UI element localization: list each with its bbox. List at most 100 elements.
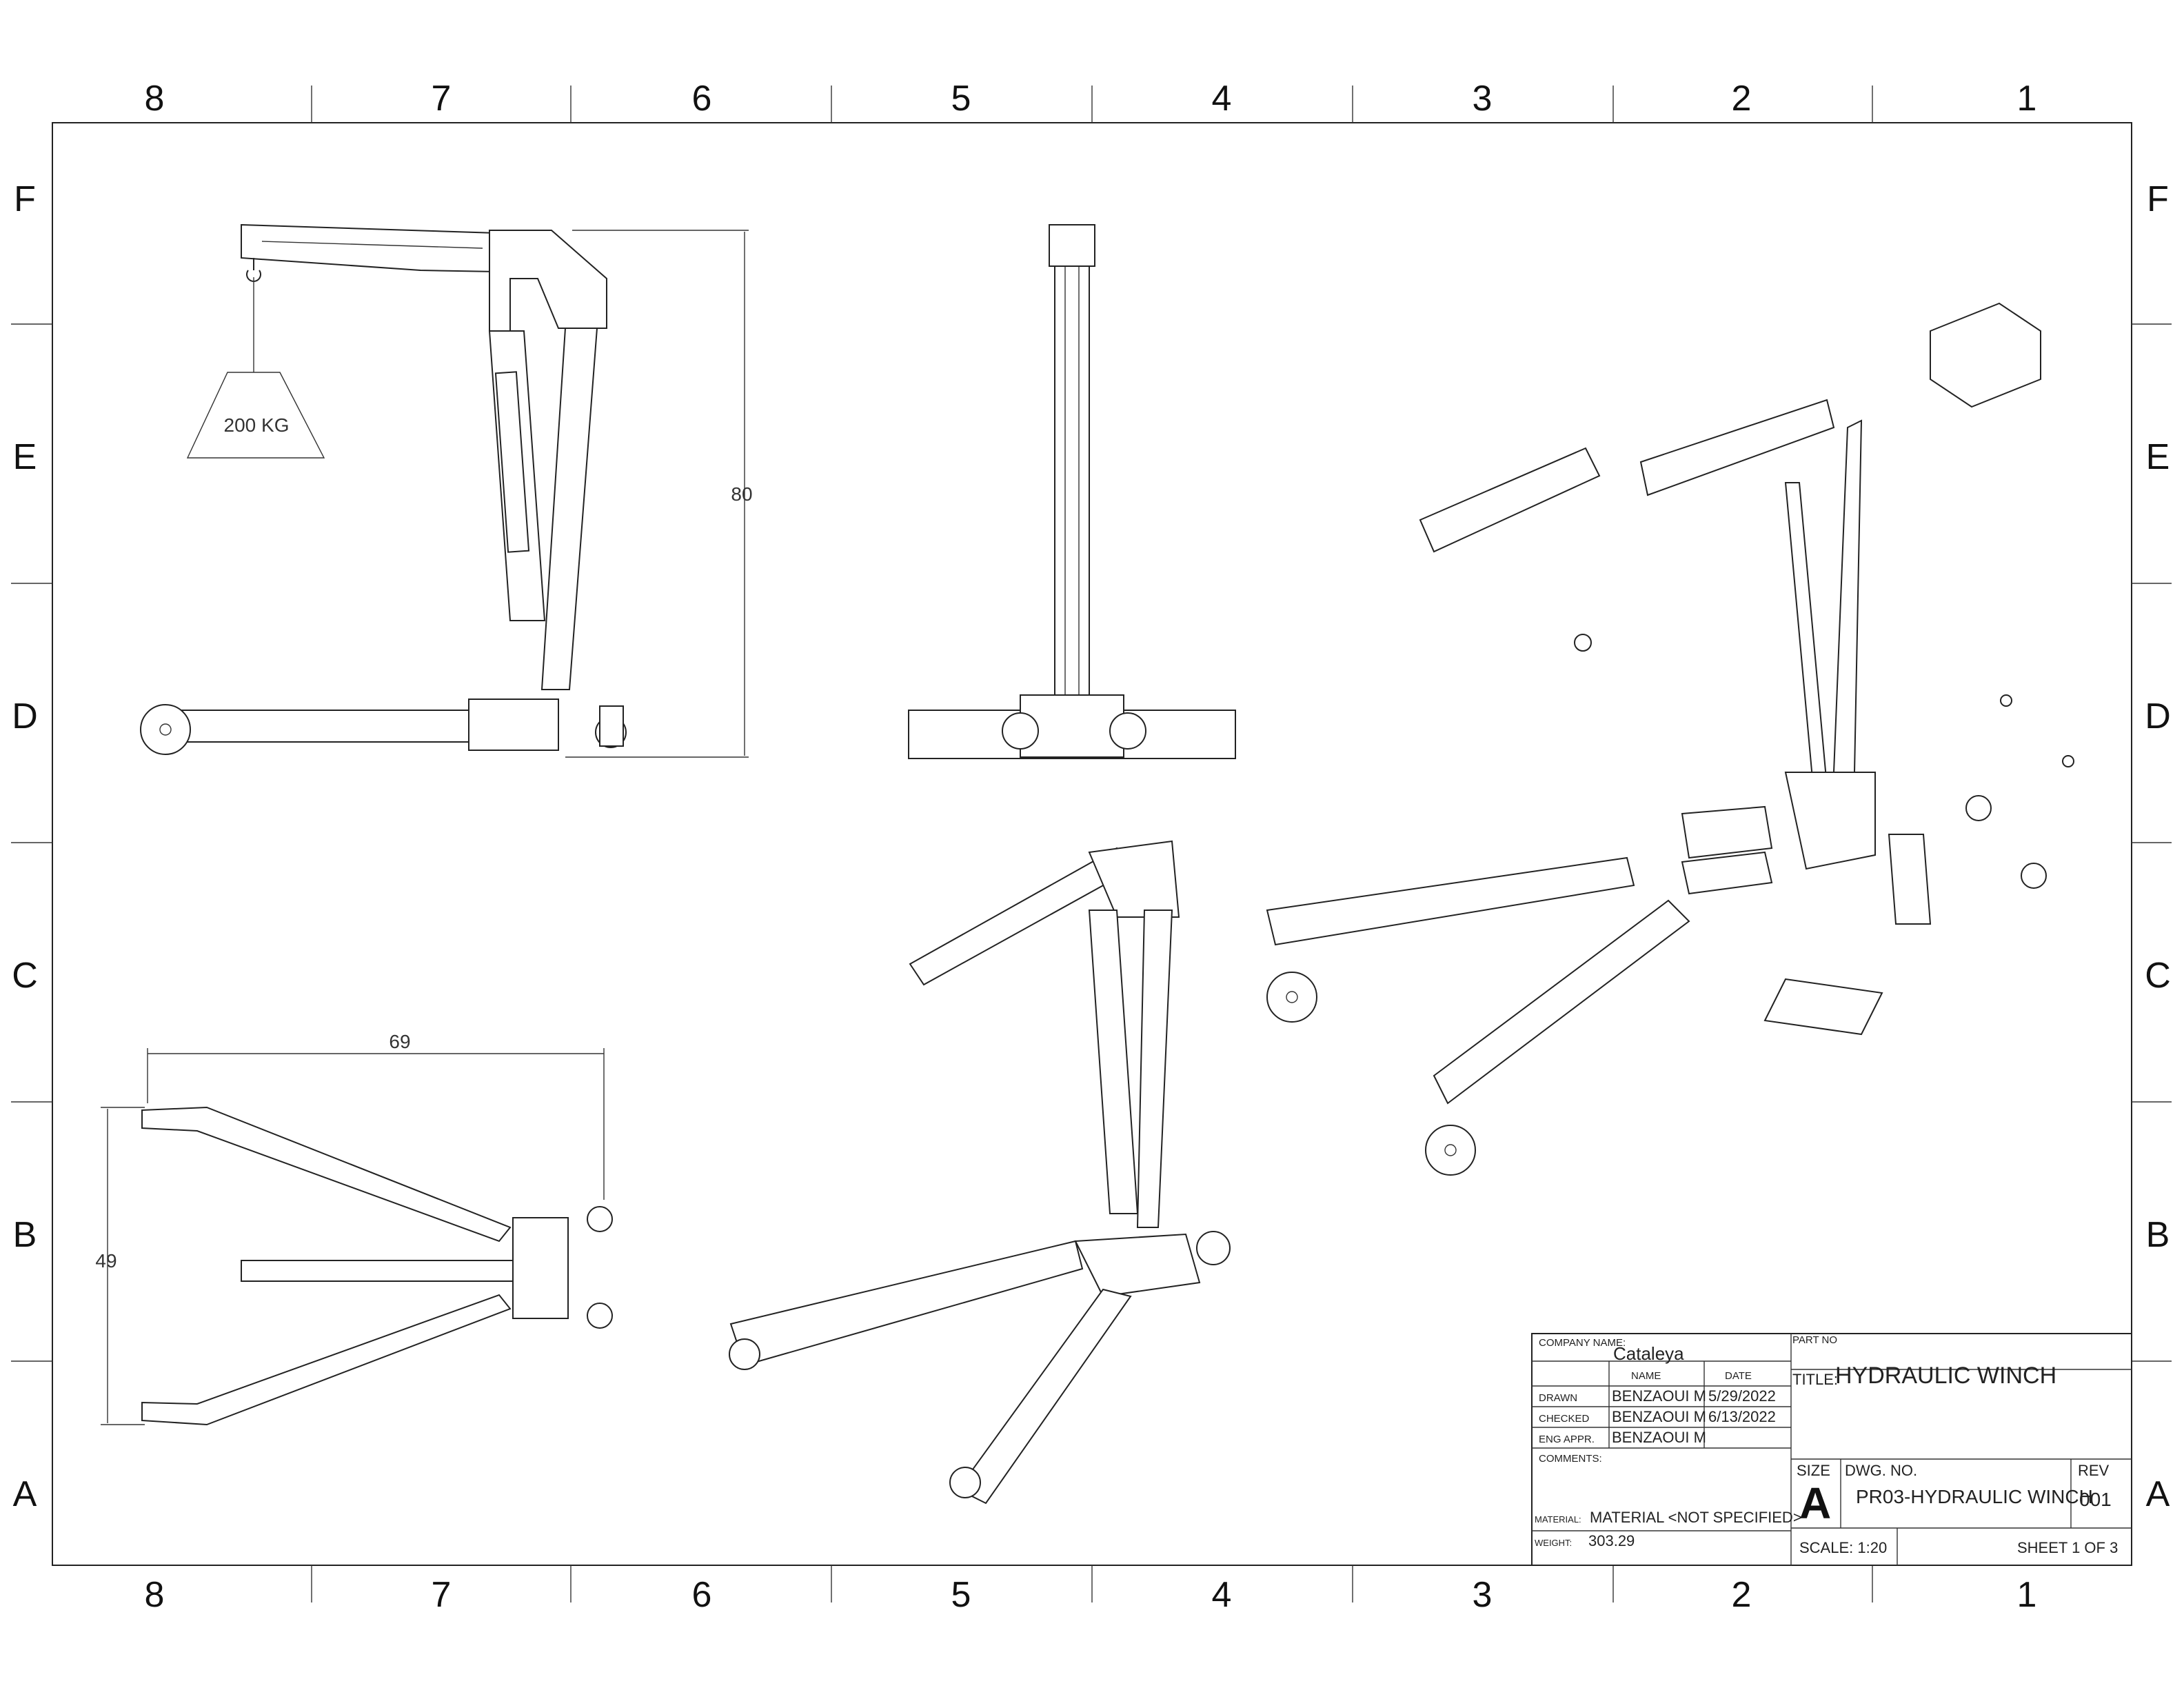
iso-leg-right: [957, 1288, 1132, 1505]
zone-col-3-bottom: 3: [1473, 1575, 1493, 1615]
exploded-view: [1266, 302, 2074, 1176]
zone-labels-bottom: 8 7 6 5 4 3 2 1: [145, 1575, 2037, 1615]
date-header: DATE: [1725, 1370, 1752, 1382]
front-caster-right: [1109, 712, 1146, 750]
zone-col-6-bottom: 6: [692, 1575, 712, 1615]
comments-label: COMMENTS:: [1539, 1453, 1602, 1465]
zone-row-E: E: [13, 437, 37, 477]
zone-row-B: B: [13, 1215, 37, 1255]
isometric-view: [729, 840, 1231, 1505]
front-wheel: [140, 704, 191, 755]
checked-label: CHECKED: [1539, 1413, 1590, 1425]
exploded-base-block: [1784, 772, 1876, 870]
zone-row-D-right: D: [2145, 696, 2171, 736]
hydraulic-cylinder: [494, 371, 530, 553]
zone-col-7-bottom: 7: [432, 1575, 452, 1615]
material-label: MATERIAL:: [1535, 1514, 1581, 1525]
mast-head: [489, 230, 607, 332]
boom-arm: [241, 223, 497, 273]
load-label: 200 KG: [224, 414, 290, 436]
zone-row-C: C: [12, 956, 38, 996]
zone-col-6: 6: [692, 79, 712, 119]
zone-col-1: 1: [2017, 79, 2037, 119]
eng-appr-label: ENG APPR.: [1539, 1434, 1595, 1445]
zone-col-2-bottom: 2: [1732, 1575, 1752, 1615]
exploded-plate: [1763, 978, 1883, 1036]
zone-row-E-right: E: [2146, 437, 2170, 477]
iso-brace: [1136, 910, 1173, 1228]
drawn-date: 5/29/2022: [1708, 1387, 1776, 1405]
title-value: HYDRAULIC WINCH: [1835, 1363, 2056, 1389]
zone-row-F-right: F: [2147, 179, 2169, 219]
exploded-bracket-1: [1681, 805, 1773, 859]
company-name: Cataleya: [1613, 1343, 1684, 1364]
iso-mast-head: [1088, 840, 1180, 918]
zone-row-C-right: C: [2145, 956, 2171, 996]
exploded-bracket-2: [1681, 851, 1773, 895]
base-leg: [162, 710, 474, 743]
zone-col-4-bottom: 4: [1212, 1575, 1232, 1615]
rev-label: REV: [2078, 1462, 2110, 1479]
zone-col-4: 4: [1212, 79, 1232, 119]
size-value: A: [1799, 1478, 1831, 1528]
zone-col-5: 5: [951, 79, 971, 119]
depth-dim-label: 49: [95, 1250, 117, 1272]
side-view: 200 KG 80: [140, 223, 753, 758]
top-center-beam: [241, 1260, 518, 1282]
zone-col-2: 2: [1732, 79, 1752, 119]
drawn-label: DRAWN: [1539, 1392, 1577, 1404]
title-block: COMPANY NAME: Cataleya NAME DATE DRAWN B…: [1531, 1333, 2132, 1566]
width-dim-label: 69: [389, 1031, 410, 1052]
scale-value: SCALE: 1:20: [1799, 1539, 1887, 1556]
exploded-boom: [1639, 399, 1835, 496]
zone-col-5-bottom: 5: [951, 1575, 971, 1615]
zone-col-8: 8: [145, 79, 165, 119]
exploded-boom-end: [1419, 447, 1601, 553]
weight-label: WEIGHT:: [1535, 1538, 1572, 1548]
front-caster-left: [1002, 712, 1039, 750]
zone-row-A: A: [13, 1474, 37, 1514]
dwg-no-label: DWG. NO.: [1845, 1462, 1917, 1479]
drawn-name: BENZAOUI M: [1612, 1387, 1706, 1405]
exploded-side-plate: [1888, 834, 1932, 925]
weight-value: 303.29: [1588, 1532, 1635, 1549]
mast-brace: [540, 328, 598, 690]
exploded-leg-left: [1266, 856, 1635, 946]
dwg-no-value: PR03-HYDRAULIC WINCH: [1856, 1486, 2093, 1507]
checked-name: BENZAOUI M: [1612, 1408, 1706, 1425]
zone-labels-right: F E D C B A: [2145, 179, 2171, 1514]
zone-row-A-right: A: [2146, 1474, 2170, 1514]
zone-col-3: 3: [1473, 79, 1493, 119]
base-block: [468, 699, 559, 751]
front-mast: [1054, 227, 1090, 704]
front-view: [908, 224, 1236, 759]
iso-mast: [1088, 910, 1139, 1214]
zone-ticks: [11, 86, 2172, 1602]
name-header: NAME: [1631, 1370, 1661, 1382]
exploded-top-plate: [1930, 302, 2041, 408]
top-leg-lower: [141, 1294, 512, 1426]
top-base-plate: [512, 1217, 569, 1319]
iso-leg-left: [729, 1240, 1084, 1367]
checked-date: 6/13/2022: [1708, 1408, 1776, 1425]
rev-value: 001: [2079, 1489, 2112, 1510]
exploded-mast: [1832, 419, 1863, 773]
sheet-value: SHEET 1 OF 3: [2017, 1539, 2118, 1556]
exploded-wheel-1: [1266, 972, 1317, 1023]
zone-col-8-bottom: 8: [145, 1575, 165, 1615]
zone-col-7: 7: [432, 79, 452, 119]
company-name-label: COMPANY NAME:: [1539, 1337, 1626, 1349]
exploded-leg-right: [1433, 899, 1690, 1105]
zone-row-F: F: [14, 179, 36, 219]
top-view: 69 49: [95, 1031, 613, 1426]
zone-row-D: D: [12, 696, 38, 736]
zone-col-1-bottom: 1: [2017, 1575, 2037, 1615]
exploded-cylinder: [1784, 482, 1828, 787]
zone-labels-left: F E D C B A: [12, 179, 38, 1514]
material-value: MATERIAL <NOT SPECIFIED>: [1590, 1509, 1802, 1526]
title-label: TITLE:: [1792, 1371, 1838, 1388]
part-no-label: PART NO: [1792, 1334, 1837, 1346]
eng-appr-name: BENZAOUI M: [1612, 1429, 1706, 1446]
top-leg-upper: [141, 1106, 512, 1243]
